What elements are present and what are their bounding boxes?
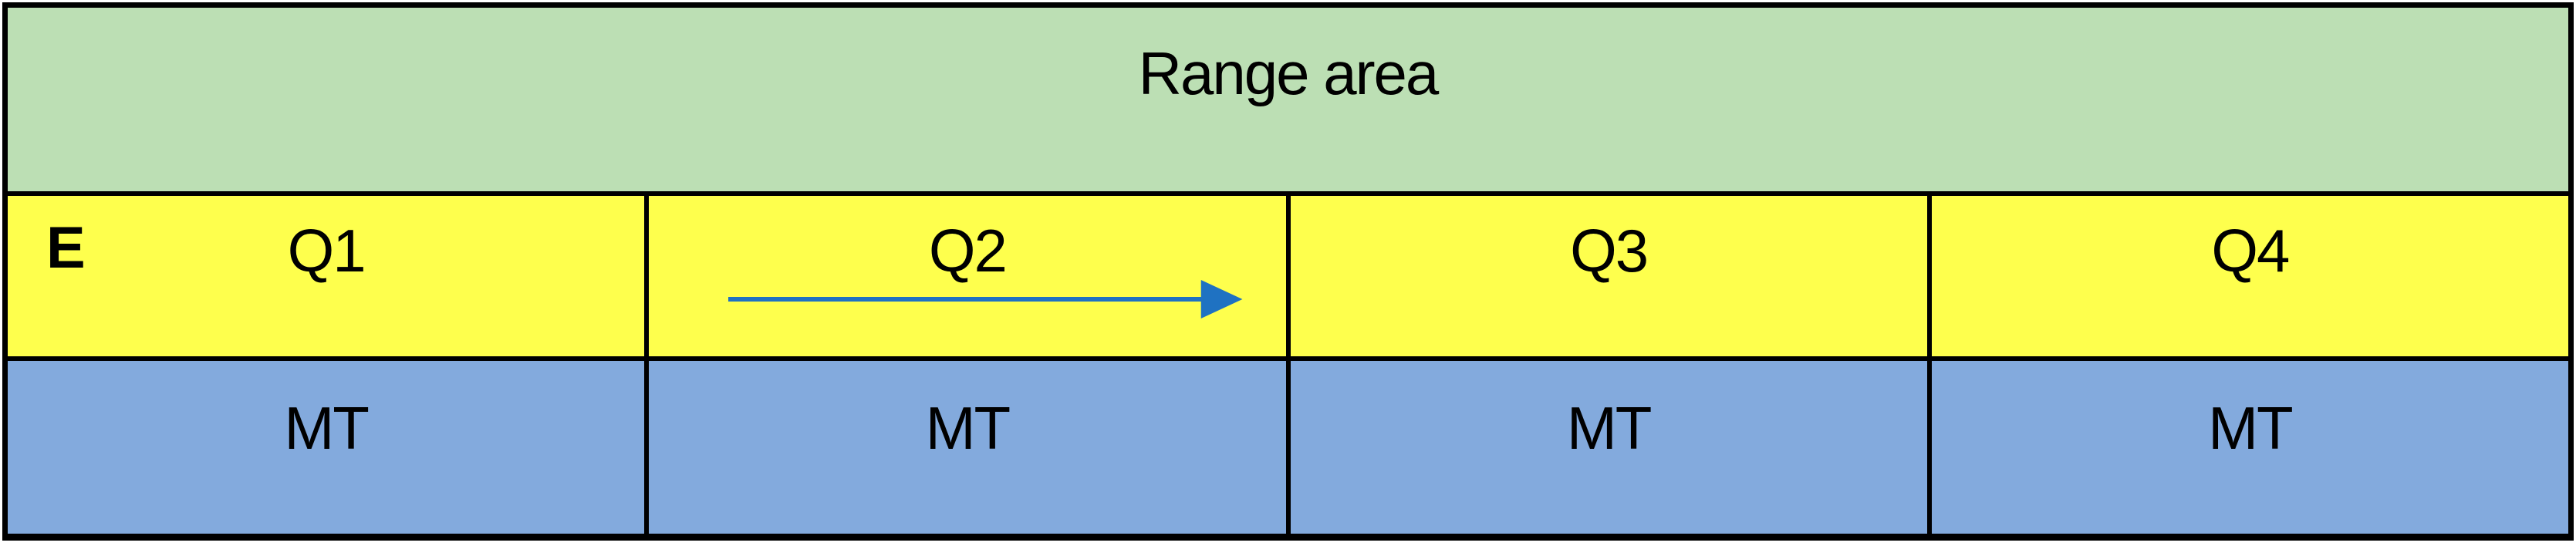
- quarter-label-q4: Q4: [2211, 217, 2290, 285]
- quarter-label-q3: Q3: [1570, 217, 1649, 285]
- range-area-label: Range area: [1138, 39, 1440, 107]
- quarter-cell-q2: Q2: [649, 196, 1286, 356]
- mt-cell-2: MT: [649, 361, 1286, 534]
- quarter-cell-q1: E Q1: [8, 196, 645, 356]
- mt-label-1: MT: [284, 394, 370, 462]
- mt-cell-4: MT: [1931, 361, 2568, 534]
- mt-label-3: MT: [1566, 394, 1653, 462]
- e-label: E: [46, 215, 86, 281]
- right-arrow-icon: [728, 280, 1243, 318]
- quarter-label-q2: Q2: [928, 217, 1008, 285]
- mt-label-4: MT: [2208, 394, 2294, 462]
- mt-cell-3: MT: [1290, 361, 1927, 534]
- quarter-cell-q3: Q3: [1290, 196, 1927, 356]
- mt-cell-1: MT: [8, 361, 645, 534]
- mt-label-2: MT: [925, 394, 1011, 462]
- quarter-cell-q4: Q4: [1931, 196, 2568, 356]
- range-area-header-cell: Range area: [8, 8, 2568, 191]
- quarter-label-q1: Q1: [287, 217, 366, 285]
